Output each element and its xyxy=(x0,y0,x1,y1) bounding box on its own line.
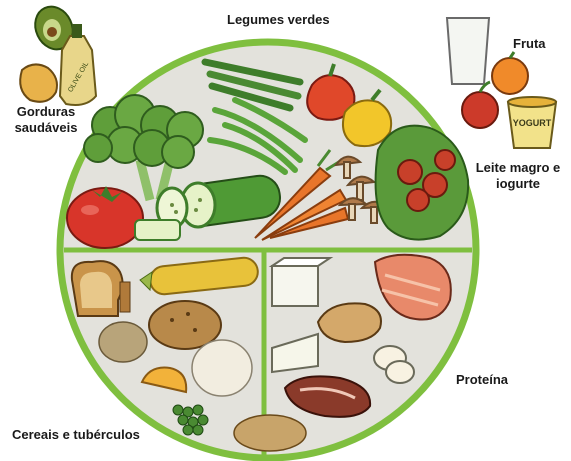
label-protein: Proteína xyxy=(456,372,508,388)
label-healthy-fats: Gorduras saudáveis xyxy=(14,104,78,136)
label-grains: Cereais e tubérculos xyxy=(12,427,140,443)
rice-pile xyxy=(192,340,252,396)
yogurt-label: YOGURT xyxy=(513,118,552,128)
label-healthy-fats-line1: Gorduras xyxy=(14,104,78,120)
yogurt-cup: YOGURT xyxy=(508,97,556,148)
apple xyxy=(462,82,498,128)
avocado-and-olive-oil: OLIVE OIL xyxy=(20,0,96,105)
label-dairy-line2: iogurte xyxy=(470,176,566,192)
quinoa-pile xyxy=(99,322,147,362)
label-dairy-line1: Leite magro e xyxy=(470,160,566,176)
nuts-pile xyxy=(234,415,306,451)
milk-glass xyxy=(447,18,489,84)
label-fruit: Fruta xyxy=(513,36,546,52)
orange xyxy=(492,52,528,94)
label-dairy: Leite magro e iogurte xyxy=(470,160,566,192)
label-healthy-fats-line2: saudáveis xyxy=(14,120,78,136)
salad xyxy=(376,126,469,240)
label-vegetables: Legumes verdes xyxy=(227,12,330,28)
